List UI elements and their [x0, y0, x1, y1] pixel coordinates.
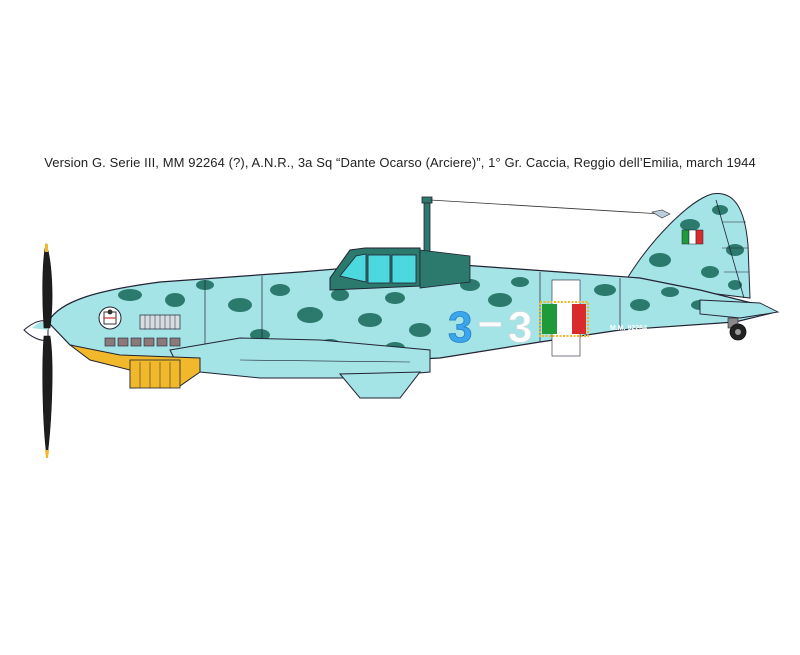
- intake-grille: [139, 314, 181, 330]
- tail-fin: [624, 193, 751, 299]
- tail-wheel: [727, 317, 747, 341]
- italian-flag-icon: [681, 229, 704, 245]
- stabilizer: [699, 299, 780, 319]
- propeller-icon: [42, 242, 53, 459]
- canopy: [329, 247, 471, 291]
- archer-emblem-icon: [98, 306, 122, 330]
- wing: [169, 337, 431, 399]
- profile-caption: Version G. Serie III, MM 92264 (?), A.N.…: [44, 155, 756, 170]
- code-left: 3: [448, 303, 472, 352]
- exhaust-stacks: [104, 337, 181, 347]
- antenna: [421, 196, 671, 263]
- code-right: 3: [508, 303, 532, 352]
- fuselage: [47, 261, 774, 363]
- fuselage-flag: [539, 301, 589, 337]
- nose-yellow-panel: [69, 344, 201, 389]
- serial-number: M.M. 92264: [610, 325, 647, 332]
- code-dash: –: [478, 297, 502, 346]
